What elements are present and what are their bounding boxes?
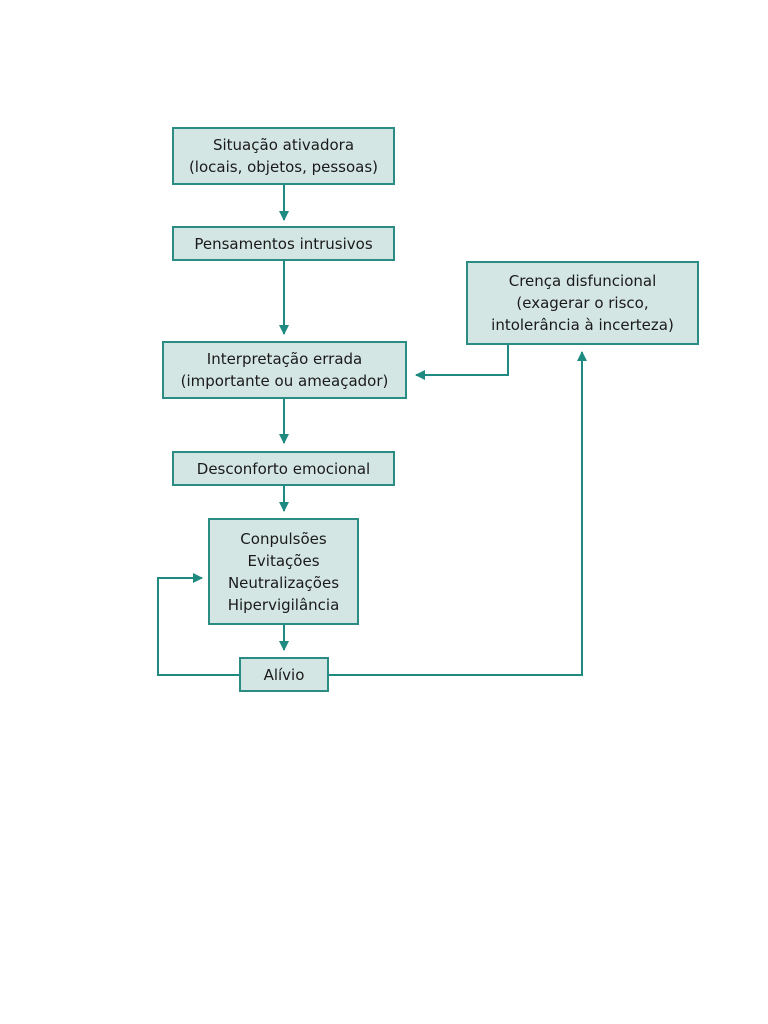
node-alivio-line-1: Alívio — [263, 665, 305, 684]
node-situacao-line-1: Situação ativadora — [212, 136, 355, 154]
node-compulsoes-line-3: Neutralizações — [227, 573, 340, 592]
node-situacao-line-2: (locais, objetos, pessoas) — [188, 158, 379, 176]
arrow-alivio-to-compulsoes-loop — [157, 573, 239, 676]
node-pensamentos-intrusivos: Pensamentos intrusivos — [172, 226, 395, 261]
node-pensamentos-line-1: Pensamentos intrusivos — [194, 234, 373, 253]
node-compulsoes-line-1: Conpulsões — [240, 529, 327, 548]
node-compulsoes-line-2: Evitações — [247, 551, 320, 570]
node-crenca-disfuncional: Crença disfuncional (exagerar o risco, i… — [466, 261, 699, 345]
arrow-alivio-to-crenca — [329, 351, 587, 676]
node-desconforto-emocional: Desconforto emocional — [172, 451, 395, 486]
node-desconforto-line-1: Desconforto emocional — [196, 459, 371, 478]
node-crenca-line-1: Crença disfuncional — [508, 272, 657, 290]
node-interpretacao-line-1: Interpretação errada — [206, 350, 363, 368]
node-compulsoes-line-4: Hipervigilância — [227, 595, 340, 614]
node-interpretacao-errada: Interpretação errada (importante ou amea… — [162, 341, 407, 399]
node-interpretacao-line-2: (importante ou ameaçador) — [180, 372, 389, 390]
node-crenca-line-3: intolerância à incerteza) — [491, 316, 674, 334]
node-situacao-ativadora: Situação ativadora (locais, objetos, pes… — [172, 127, 395, 185]
node-alivio: Alívio — [239, 657, 329, 692]
arrow-crenca-to-interpretacao — [415, 345, 509, 380]
node-compulsoes: Conpulsões Evitações Neutralizações Hipe… — [208, 518, 359, 625]
node-crenca-line-2: (exagerar o risco, — [516, 294, 649, 312]
